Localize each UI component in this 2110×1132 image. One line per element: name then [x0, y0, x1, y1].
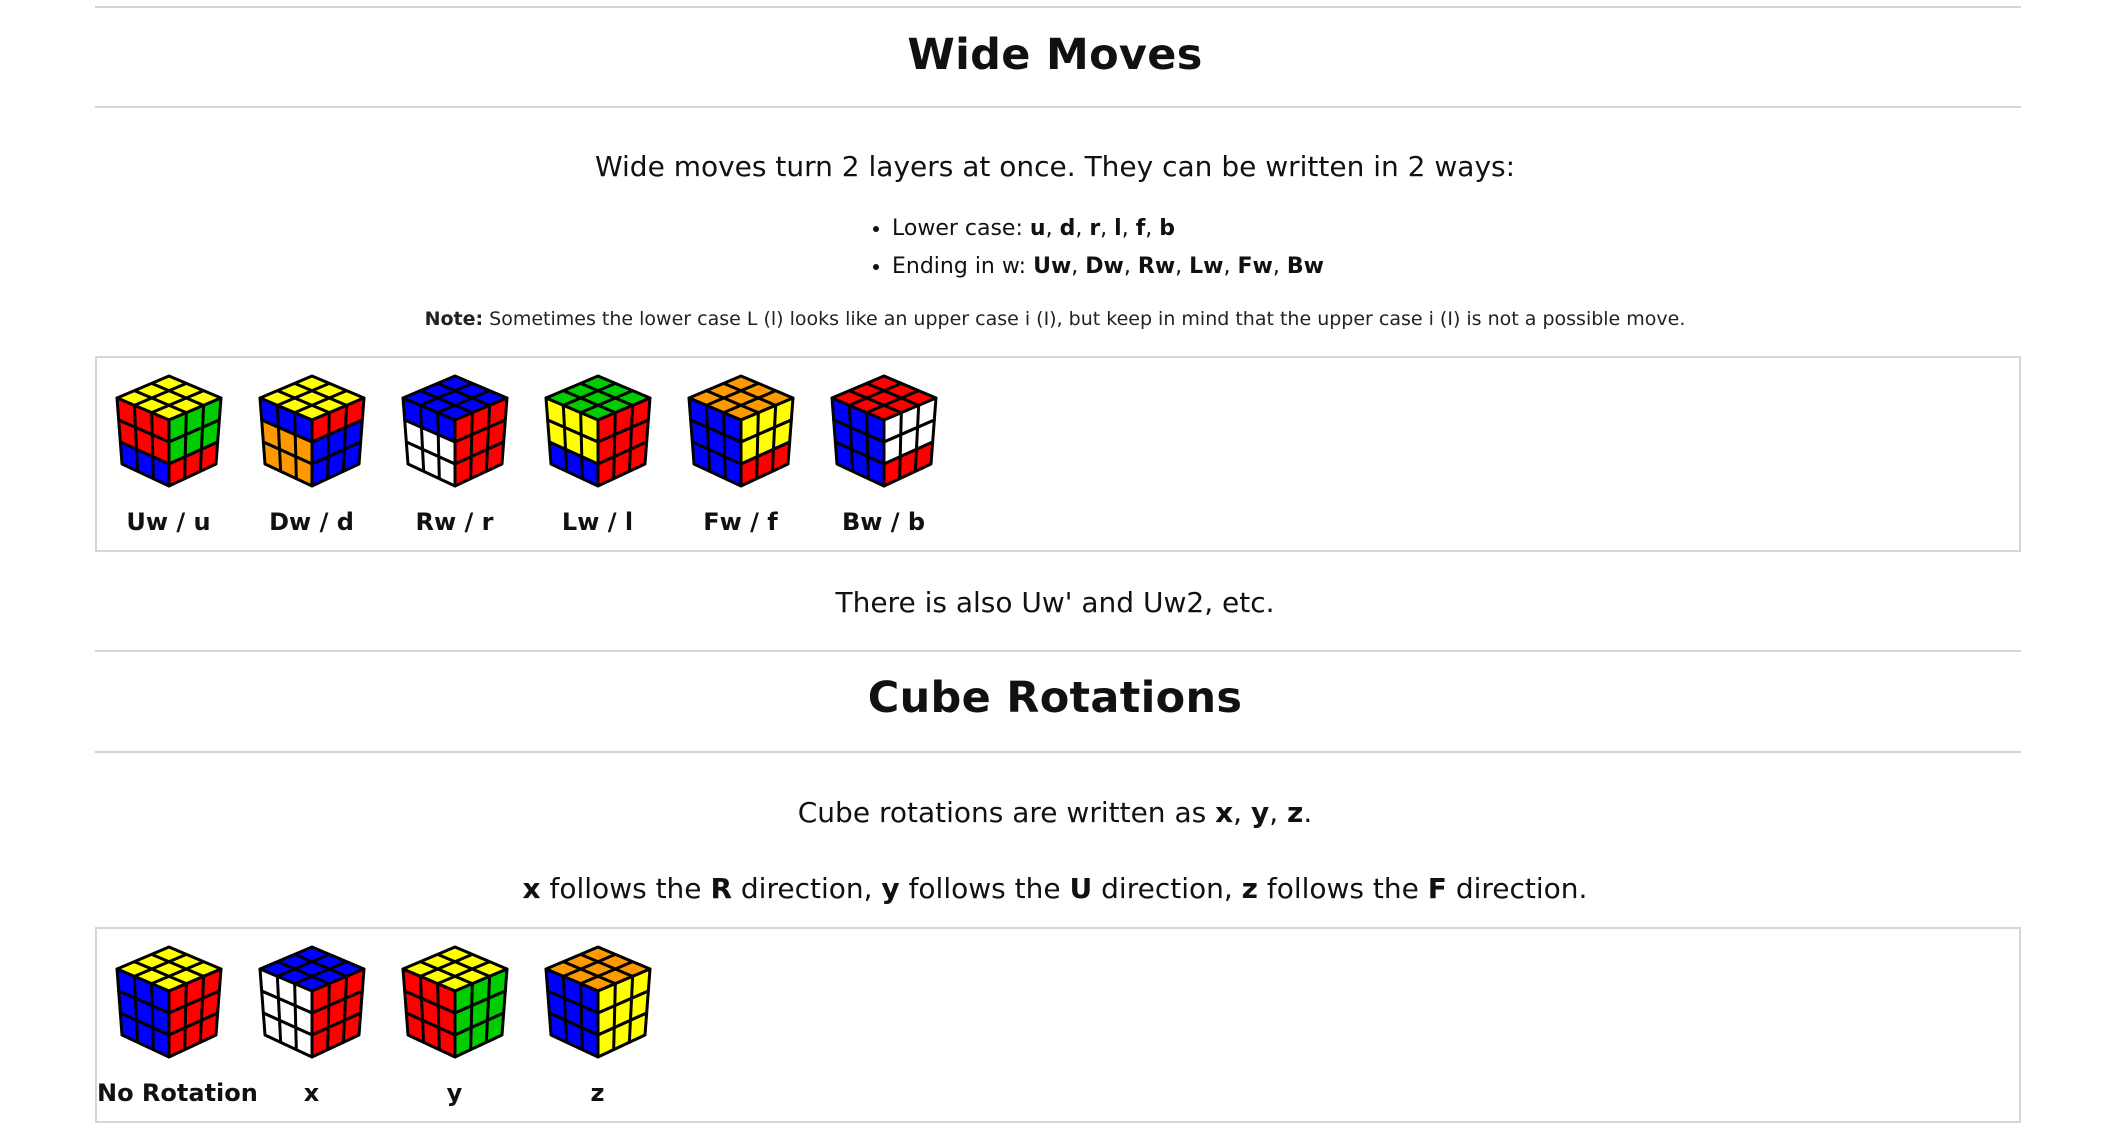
notation-list: Lower case: u, d, r, l, f, b Ending in w…: [868, 210, 1324, 286]
rotations-gallery: No Rotation x y z: [95, 927, 2021, 1123]
cube-y-icon: [401, 945, 508, 1059]
cube-lw-icon: [544, 374, 651, 488]
move-token: Fw: [1237, 254, 1273, 279]
note-text: Sometimes the lower case L (l) looks lik…: [489, 308, 1686, 330]
cube-uw-icon: [115, 374, 222, 488]
move-token: b: [1159, 216, 1176, 241]
wide-move-item: Fw / f: [669, 370, 812, 536]
direction-token: U: [1069, 872, 1093, 905]
cube-z-icon: [544, 945, 651, 1059]
divider: [95, 751, 2021, 753]
ending-w-item: Ending in w: Uw, Dw, Rw, Lw, Fw, Bw: [892, 248, 1324, 286]
cube-label: z: [590, 1079, 605, 1107]
cube-label: y: [446, 1079, 463, 1107]
wide-move-item: Rw / r: [383, 370, 526, 536]
cube-label: Bw / b: [841, 508, 926, 536]
rotations-line-2: x follows the R direction, y follows the…: [522, 872, 1588, 905]
move-token: r: [1089, 216, 1101, 241]
lower-case-item: Lower case: u, d, r, l, f, b: [892, 210, 1324, 248]
rotation-item: y: [383, 941, 526, 1107]
wide-also: There is also Uw' and Uw2, etc.: [835, 586, 1275, 619]
move-token: f: [1135, 216, 1146, 241]
note: Note: Sometimes the lower case L (l) loo…: [0, 308, 2110, 330]
cube-label: Rw / r: [415, 508, 494, 536]
cube-label: Lw / l: [561, 508, 634, 536]
direction-token: R: [710, 872, 732, 905]
note-label: Note:: [424, 308, 484, 330]
divider: [95, 6, 2021, 8]
direction-token: F: [1427, 872, 1447, 905]
move-token: Dw: [1085, 254, 1124, 279]
cube-bw-icon: [830, 374, 937, 488]
rotations-line-1: Cube rotations are written as x, y, z.: [797, 796, 1313, 829]
rotation-item: z: [526, 941, 669, 1107]
direction-token: z: [1241, 872, 1258, 905]
rotation-item: No Rotation: [97, 941, 258, 1107]
move-token: u: [1029, 216, 1046, 241]
move-token: y: [1250, 796, 1270, 829]
move-token: x: [1215, 796, 1234, 829]
cube-label: Uw / u: [126, 508, 211, 536]
rotation-item: x: [240, 941, 383, 1107]
wide-intro: Wide moves turn 2 layers at once. They c…: [594, 150, 1516, 183]
move-token: Rw: [1137, 254, 1176, 279]
move-token: Lw: [1189, 254, 1224, 279]
cube-label: Fw / f: [703, 508, 778, 536]
divider: [95, 106, 2021, 108]
wide-move-item: Dw / d: [240, 370, 383, 536]
move-token: d: [1059, 216, 1076, 241]
divider: [95, 650, 2021, 652]
wide-moves-gallery: Uw / u Dw / d Rw / r Lw / l Fw / f Bw / b: [95, 356, 2021, 552]
cube-rotations-heading: Cube Rotations: [867, 673, 1243, 723]
lower-case-moves: u, d, r, l, f, b: [1029, 216, 1176, 241]
cube-dw-icon: [258, 374, 365, 488]
cube-label: x: [303, 1079, 320, 1107]
cube-no-rotation-icon: [115, 945, 222, 1059]
cube-x-icon: [258, 945, 365, 1059]
move-token: Bw: [1286, 254, 1324, 279]
wide-move-item: Lw / l: [526, 370, 669, 536]
cube-rw-icon: [401, 374, 508, 488]
cube-fw-icon: [687, 374, 794, 488]
direction-token: x: [522, 872, 541, 905]
ending-w-moves: Uw, Dw, Rw, Lw, Fw, Bw: [1033, 254, 1324, 279]
cube-label: Dw / d: [269, 508, 354, 536]
move-token: l: [1114, 216, 1122, 241]
cube-label: No Rotation: [97, 1079, 258, 1107]
wide-move-item: Bw / b: [812, 370, 955, 536]
wide-move-item: Uw / u: [97, 370, 240, 536]
move-token: Uw: [1033, 254, 1072, 279]
direction-token: y: [881, 872, 900, 905]
wide-moves-heading: Wide Moves: [907, 30, 1203, 80]
move-token: z: [1287, 796, 1304, 829]
